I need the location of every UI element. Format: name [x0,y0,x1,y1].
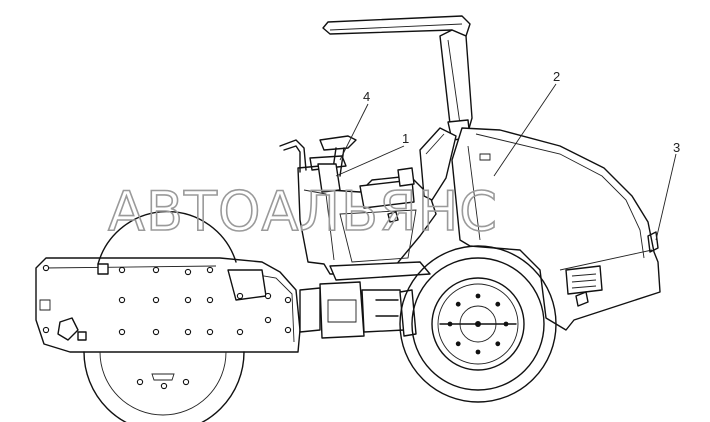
bolt [152,328,160,336]
hand-rail [279,139,307,173]
operator-platform [297,127,457,281]
engine-hood [451,127,661,331]
bolt [206,266,214,274]
bolt [206,296,214,304]
rops-canopy [322,15,473,141]
hub-bolt [475,293,481,299]
callout-3: 3 [673,140,680,155]
hub-bolt [475,349,481,355]
hub-bolt [495,341,501,347]
bolt [152,296,160,304]
bolt [160,382,168,390]
callout-leaders [335,83,677,241]
steering-wheel [309,135,357,193]
bolt [136,378,144,386]
bolt [42,326,50,334]
bolt [236,328,244,336]
bolt [182,378,190,386]
hub-bolt [455,341,461,347]
bolt [152,266,160,274]
bolt [236,292,244,300]
bolt [118,266,126,274]
rear-tyre [399,245,557,403]
hub-bolt [455,301,461,307]
front-drum-frame [35,257,301,353]
hub-bolt [495,301,501,307]
bolt [284,296,292,304]
hub-bolt [447,321,453,327]
bolt [206,328,214,336]
callout-2: 2 [553,69,560,84]
bolt [42,264,50,272]
watermark-text: АВТОАЛЬЯНС [108,180,498,243]
articulation-joint [299,281,417,339]
bolt [118,328,126,336]
bolt [118,296,126,304]
callout-1: 1 [402,131,409,146]
callout-4: 4 [363,89,370,104]
frame-bolts [42,264,509,390]
bolt [264,292,272,300]
bolt [184,328,192,336]
bolt [184,296,192,304]
bolt [264,316,272,324]
bolt [284,326,292,334]
bolt [184,268,192,276]
hub-bolt [503,321,509,327]
front-drum [83,210,245,422]
